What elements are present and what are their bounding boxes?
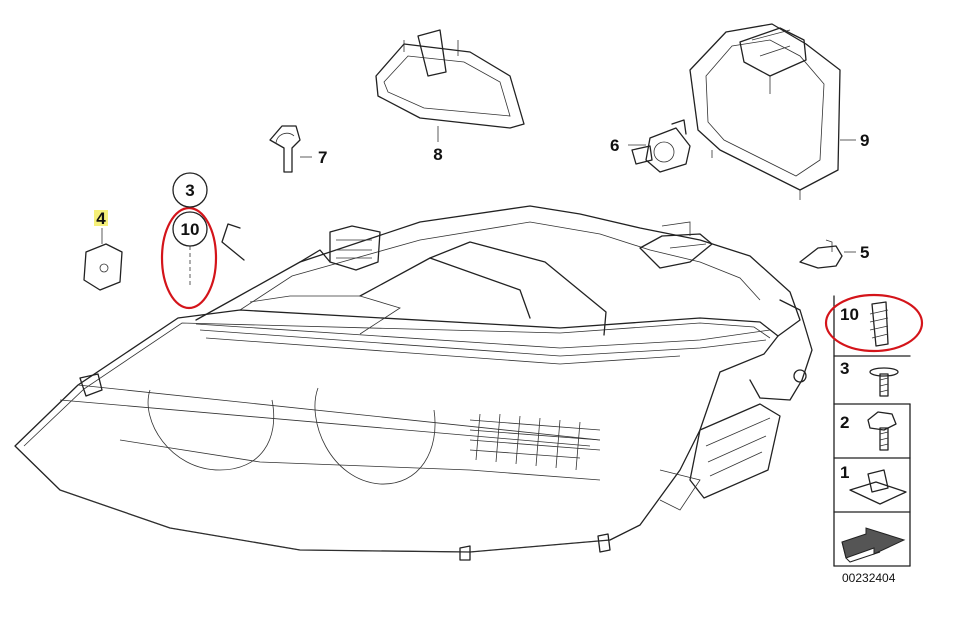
fastener-panel xyxy=(833,295,911,567)
part-7-elbow-tube xyxy=(269,125,312,173)
screw-icon-3 xyxy=(869,367,899,397)
circled-label-10-outline xyxy=(172,211,208,247)
callout-7: 7 xyxy=(318,148,327,167)
red-circle-left xyxy=(160,206,218,310)
panel-label-1: 1 xyxy=(840,463,849,482)
callout-10-circled: 10 xyxy=(181,220,200,239)
panel-label-10: 10 xyxy=(840,305,859,324)
highlight-4 xyxy=(94,210,108,226)
panel-label-2: 2 xyxy=(840,413,849,432)
part-number: 00232404 xyxy=(842,571,896,585)
callout-5: 5 xyxy=(860,243,869,262)
part-4-clip xyxy=(83,228,123,291)
red-circle-right xyxy=(824,293,924,353)
part-5-bulb xyxy=(799,239,856,269)
callout-6: 6 xyxy=(610,136,619,155)
part-9-large-cover xyxy=(689,23,856,200)
callout-8: 8 xyxy=(433,145,442,164)
arrow-icon xyxy=(841,527,906,563)
part-8-cover-frame xyxy=(375,29,525,142)
clip-nut-icon-1 xyxy=(849,469,907,505)
bolt-icon-2 xyxy=(867,411,897,451)
callout-9: 9 xyxy=(860,131,869,150)
part-6-bulb-socket xyxy=(628,119,691,173)
headlight-housing xyxy=(14,205,813,561)
circled-label-3-outline xyxy=(172,172,208,208)
callout-4: 4 xyxy=(96,209,106,228)
panel-label-3: 3 xyxy=(840,359,849,378)
callout-3-circled: 3 xyxy=(185,181,194,200)
spring-nut-icon xyxy=(869,301,889,347)
